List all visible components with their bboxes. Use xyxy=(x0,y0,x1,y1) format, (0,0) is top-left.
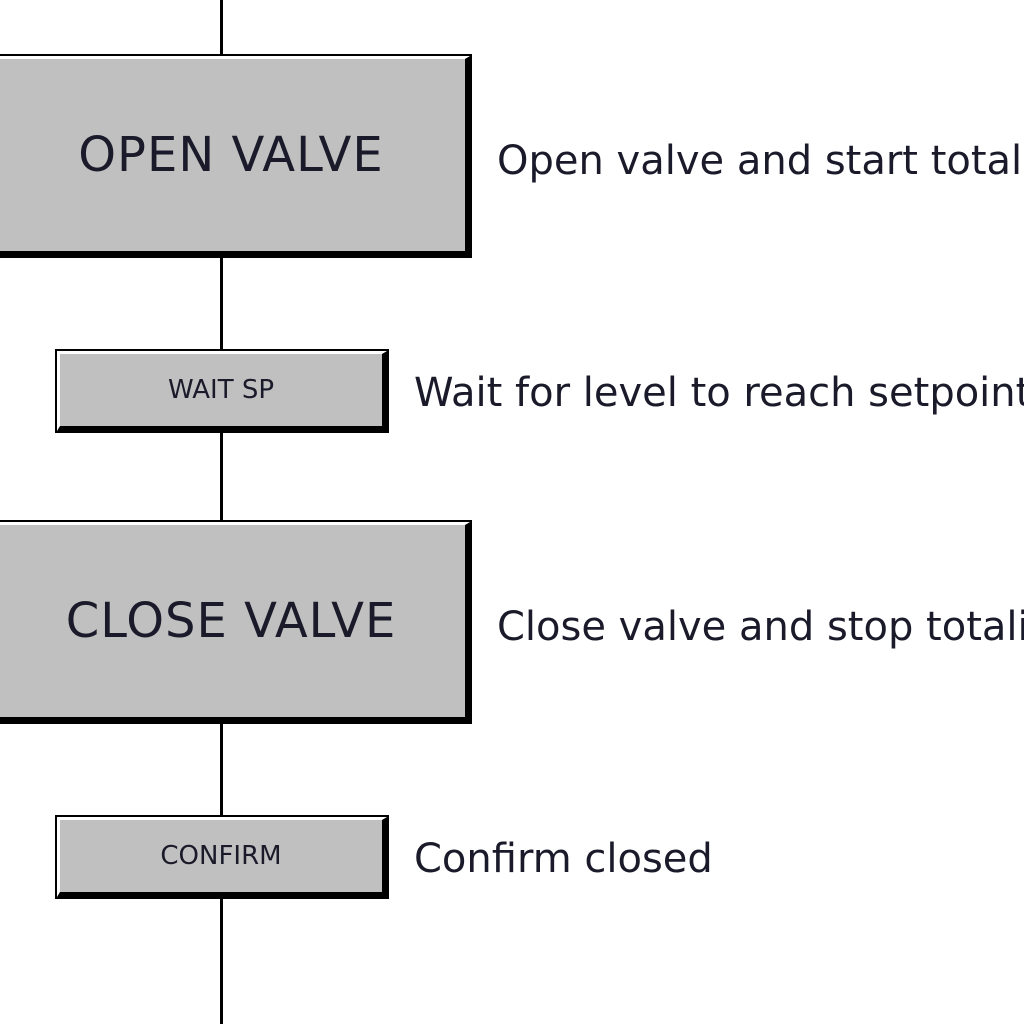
step-open-valve[interactable]: OPEN VALVE xyxy=(0,56,470,256)
step-close-valve[interactable]: CLOSE VALVE xyxy=(0,522,470,722)
step-description: Close valve and stop totaliz xyxy=(497,604,1024,650)
link-wait-to-close xyxy=(220,430,223,522)
step-confirm[interactable]: CONFIRM xyxy=(57,817,387,897)
step-wait-sp[interactable]: WAIT SP xyxy=(57,351,387,431)
link-top xyxy=(220,0,223,56)
step-description: Open valve and start totaliz xyxy=(497,138,1024,184)
link-bottom xyxy=(220,896,223,1024)
step-label: CONFIRM xyxy=(160,841,282,871)
step-label: CLOSE VALVE xyxy=(65,593,397,649)
step-label: WAIT SP xyxy=(167,375,275,405)
step-description: Confirm closed xyxy=(414,836,713,882)
link-open-to-wait xyxy=(220,258,223,352)
link-close-to-confirm xyxy=(220,724,223,818)
step-label: OPEN VALVE xyxy=(78,127,384,183)
step-description: Wait for level to reach setpoint xyxy=(414,370,1024,416)
